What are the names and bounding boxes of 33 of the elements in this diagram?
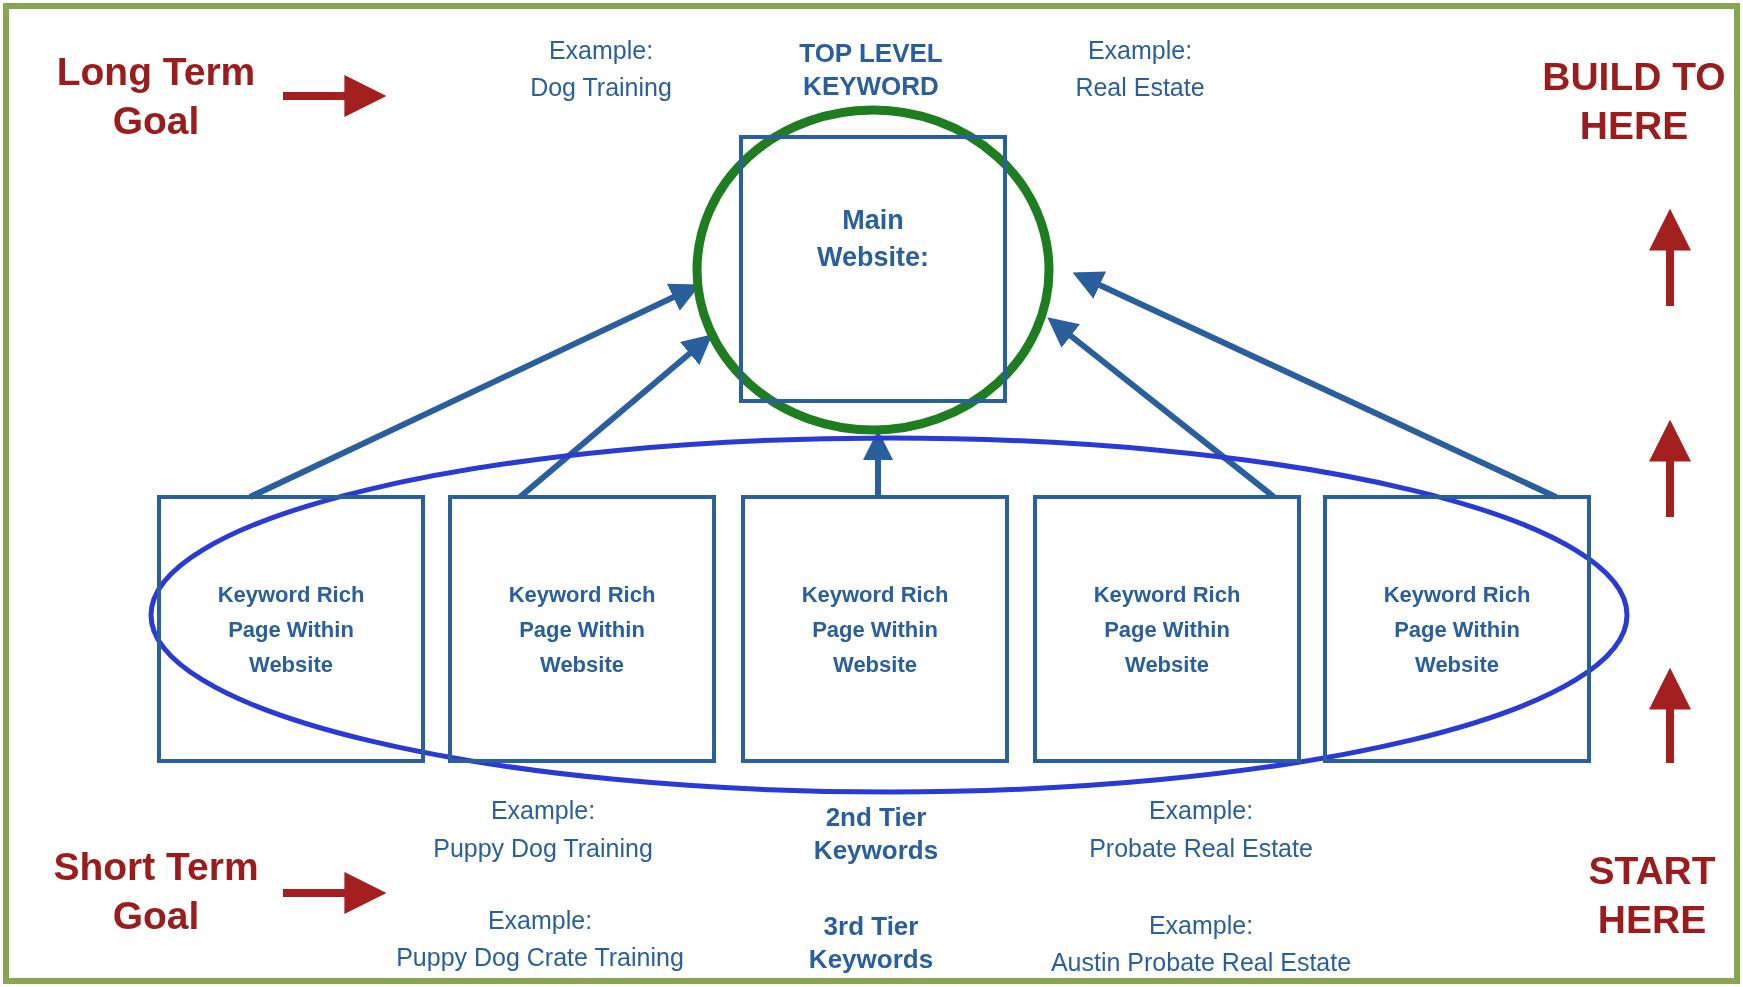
box-label: Keyword Rich Page Within Website <box>216 580 366 679</box>
example-text: Example: <box>1148 910 1254 942</box>
box-label: Keyword Rich Page Within Website <box>1092 580 1242 679</box>
arrow <box>1072 271 1558 500</box>
goal-label: START HERE <box>1587 848 1717 943</box>
keyword-tier-label: 3rd Tier Keywords <box>807 909 935 975</box>
goal-label: Long Term Goal <box>55 49 257 144</box>
example-text: Puppy Dog Training <box>433 833 653 865</box>
main-website-box <box>739 135 1007 403</box>
example-text: Real Estate <box>1075 72 1205 104</box>
page-box <box>448 495 716 763</box>
example-text: Austin Probate Real Estate <box>1050 947 1352 979</box>
keyword-tier-label: 2nd Tier Keywords <box>812 800 940 866</box>
page-box <box>1323 495 1591 763</box>
example-text: Example: <box>487 905 593 937</box>
example-text: Example: <box>548 35 654 67</box>
example-text: Example: <box>1087 35 1193 67</box>
example-text: Example: <box>490 795 596 827</box>
goal-label: Short Term Goal <box>52 844 260 939</box>
keyword-tier-label: TOP LEVEL KEYWORD <box>798 36 944 102</box>
example-text: Puppy Dog Crate Training <box>396 942 684 974</box>
page-box <box>157 495 425 763</box>
goal-label: BUILD TO HERE <box>1541 54 1727 149</box>
example-text: Dog Training <box>530 72 672 104</box>
example-text: Probate Real Estate <box>1089 833 1313 865</box>
highlight-circle <box>692 105 1054 435</box>
box-label: Keyword Rich Page Within Website <box>507 580 657 679</box>
example-text: Example: <box>1148 795 1254 827</box>
box-label: Keyword Rich Page Within Website <box>800 580 950 679</box>
page-box <box>1033 495 1301 763</box>
box-label: Keyword Rich Page Within Website <box>1382 580 1532 679</box>
box-label: Main Website: <box>816 204 930 274</box>
page-box <box>741 495 1009 763</box>
